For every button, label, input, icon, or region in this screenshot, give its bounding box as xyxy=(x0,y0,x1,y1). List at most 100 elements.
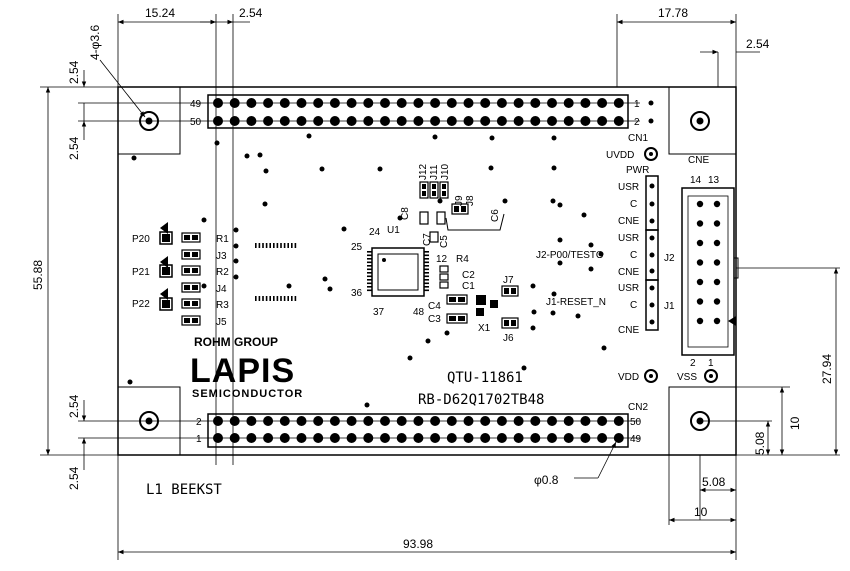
left-pad-fills xyxy=(184,235,198,323)
cne-pin xyxy=(696,200,704,208)
cne-pin xyxy=(696,317,704,325)
via-dot xyxy=(432,134,438,140)
u1-lead xyxy=(367,254,372,257)
u1-lead xyxy=(291,296,293,301)
usr-label-2: USR xyxy=(618,233,639,244)
u1-lead xyxy=(258,296,261,301)
u1-lead xyxy=(424,282,429,285)
dim-2-54-l3: 2.54 xyxy=(67,394,81,418)
via-dot xyxy=(286,283,292,289)
u1-lead xyxy=(367,289,372,292)
dim-27-94: 27.94 xyxy=(820,354,834,384)
via-dots xyxy=(127,133,607,408)
dim-2-54-l2: 2.54 xyxy=(67,136,81,160)
via-dot xyxy=(327,286,333,292)
via-dot xyxy=(341,226,347,232)
cn1-pin-50: 50 xyxy=(190,117,202,128)
u1-lead xyxy=(265,296,268,301)
u1-pin-48: 48 xyxy=(413,307,425,318)
u1-lead xyxy=(294,243,297,248)
c4-label: C4 xyxy=(428,301,441,312)
cne-pin xyxy=(696,239,704,247)
p20-label: P20 xyxy=(132,234,150,245)
u1-lead xyxy=(367,286,372,288)
u1-lead xyxy=(367,268,372,271)
r1-label: R1 xyxy=(216,234,229,245)
c8-label: C8 xyxy=(400,207,411,220)
u1-lead xyxy=(291,243,293,248)
u1-lead xyxy=(367,261,372,264)
r2-label: R2 xyxy=(216,267,229,278)
j12-label: J12 xyxy=(418,163,429,180)
u1-lead xyxy=(269,296,271,301)
r3-label: R3 xyxy=(216,300,229,311)
u1-lead xyxy=(262,296,264,301)
cn2-pin-49: 49 xyxy=(630,434,642,445)
u1-lead xyxy=(280,243,282,248)
u1-lead xyxy=(287,296,289,301)
cn1-pin-49: 49 xyxy=(190,99,202,110)
via-dot xyxy=(233,243,239,249)
cn2-pin-50: 50 xyxy=(630,417,642,428)
via-dot xyxy=(214,140,220,146)
cn2-pins xyxy=(213,416,624,443)
u1-lead xyxy=(283,296,286,301)
u1-lead xyxy=(424,286,429,288)
via-dot xyxy=(244,153,250,159)
u1-lead xyxy=(424,272,429,274)
j1-reset-label: J1-RESET_N xyxy=(546,297,606,308)
board-name-text: RB-D62Q1702TB48 xyxy=(418,392,544,408)
u1-lead xyxy=(424,258,429,260)
via-dot xyxy=(233,274,239,280)
cn1-pins xyxy=(213,98,624,126)
vss-label: VSS xyxy=(677,372,697,383)
j4-label: J4 xyxy=(216,284,227,295)
pwr-label: PWR xyxy=(626,165,649,176)
via-dot xyxy=(425,338,431,344)
via-dot xyxy=(233,227,239,233)
lapis-logo-text: LAPIS xyxy=(190,352,295,390)
led-p20 xyxy=(159,222,173,245)
u1-lead xyxy=(424,289,429,292)
cn1-label: CN1 xyxy=(628,133,648,144)
via-dot xyxy=(306,133,312,139)
via-dot xyxy=(397,215,403,221)
j9-label: J9 xyxy=(454,195,465,206)
u1-lead xyxy=(367,251,372,253)
u1-lead xyxy=(367,258,372,260)
u1-lead xyxy=(424,265,429,267)
j7-label: J7 xyxy=(503,275,514,286)
usr-label-1: USR xyxy=(618,182,639,193)
u1-lead xyxy=(294,296,297,301)
cne-pin xyxy=(696,298,704,305)
j1-label: J1 xyxy=(664,301,675,312)
cne-pin xyxy=(713,278,721,286)
via-dot xyxy=(575,313,581,319)
dim-5-08-right: 5.08 xyxy=(753,431,767,455)
dim-17-78: 17.78 xyxy=(658,6,688,20)
via-dot xyxy=(364,402,370,408)
u1-lead xyxy=(273,243,275,248)
vdd-label: VDD xyxy=(618,372,639,383)
via-dot xyxy=(377,166,383,172)
via-dot xyxy=(263,168,269,174)
c-label-2: C xyxy=(630,250,637,261)
cn1-pin-1: 1 xyxy=(634,99,640,110)
via-dot xyxy=(319,166,325,172)
u1-lead xyxy=(265,243,268,248)
u1-lead xyxy=(255,296,257,301)
u1-lead xyxy=(367,282,372,285)
x1-label: X1 xyxy=(478,323,491,334)
via-dot xyxy=(530,325,536,331)
via-dot xyxy=(201,217,207,223)
via-dot xyxy=(530,283,536,289)
u1-lead xyxy=(424,268,429,271)
u1-lead xyxy=(262,243,264,248)
uvdd-testpoint xyxy=(644,147,658,161)
cn2-pin-1: 1 xyxy=(196,434,202,445)
board-outline xyxy=(117,86,737,456)
led-p21 xyxy=(159,256,173,278)
via-dot xyxy=(322,276,328,282)
l1-text: L1 BEEKST xyxy=(146,482,222,498)
